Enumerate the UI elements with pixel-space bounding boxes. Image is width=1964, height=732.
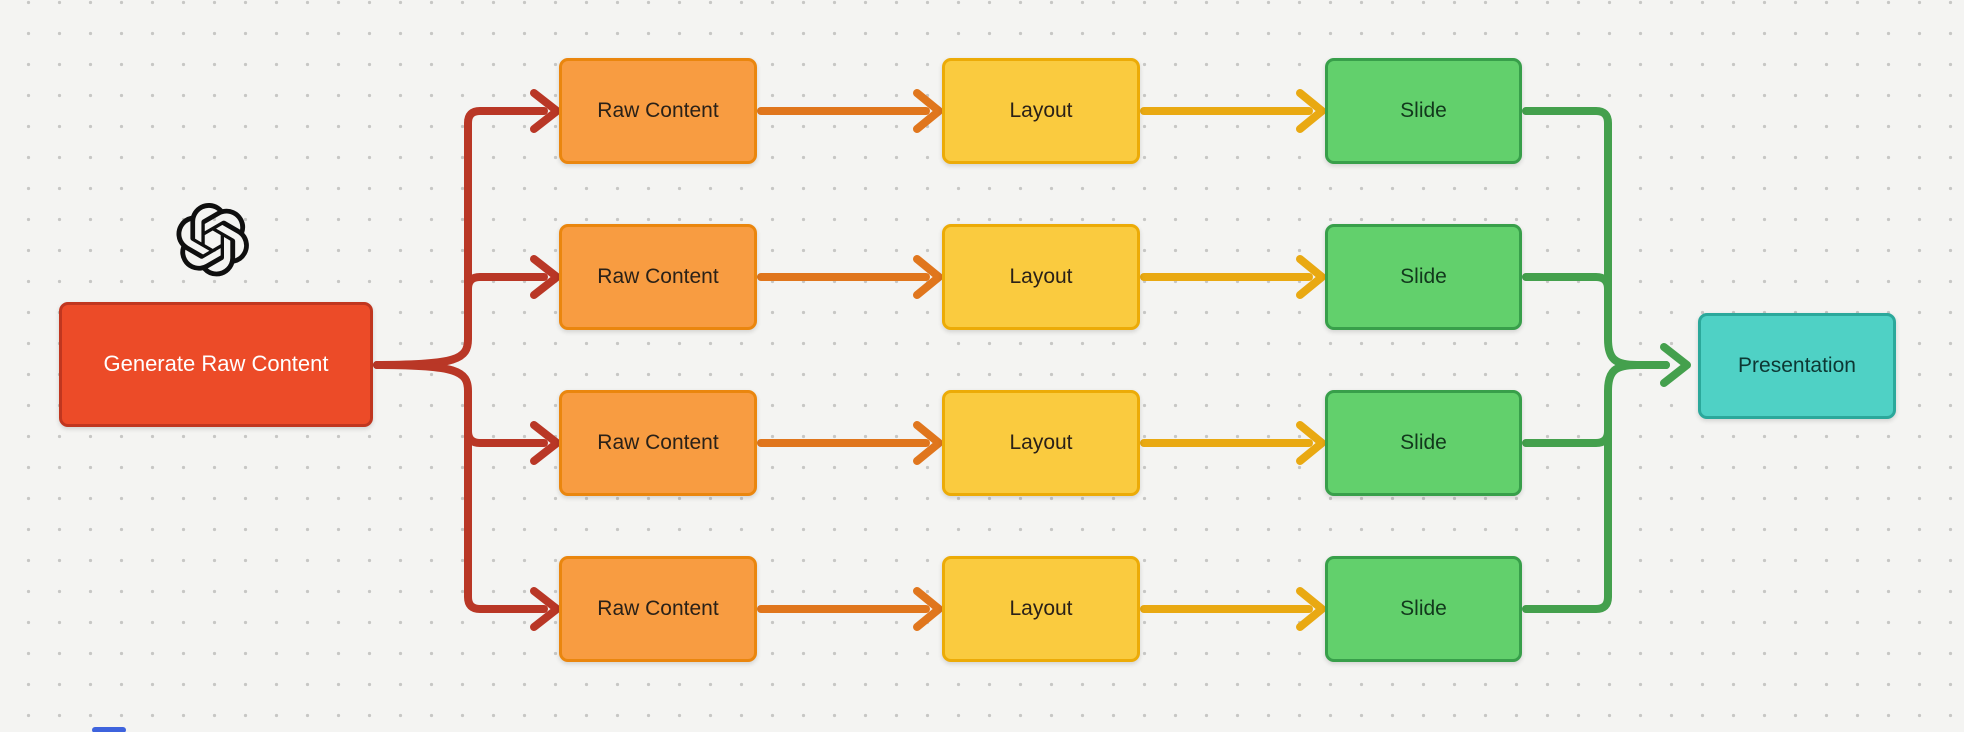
node-generate-raw-content[interactable]: Generate Raw Content [59, 302, 373, 427]
node-label: Slide [1400, 99, 1447, 123]
amber-arrowhead-row1 [1296, 89, 1326, 133]
node-layout-2[interactable]: Layout [942, 224, 1140, 330]
node-slide-1[interactable]: Slide [1325, 58, 1522, 164]
node-label: Presentation [1738, 354, 1856, 378]
green-branch-row3 [1522, 427, 1612, 447]
amber-arrowhead-row3 [1296, 421, 1326, 465]
node-label: Raw Content [597, 431, 719, 455]
orange-arrowhead-row2 [913, 255, 943, 299]
amber-arrowhead-row4 [1296, 587, 1326, 631]
connector-amber-arrows[interactable] [1140, 89, 1326, 631]
node-label: Slide [1400, 597, 1447, 621]
node-label: Slide [1400, 265, 1447, 289]
node-label: Slide [1400, 431, 1447, 455]
connector-red-fanout[interactable] [373, 89, 561, 631]
openai-logo-path [176, 203, 249, 277]
green-branch-upper [1522, 107, 1670, 369]
orange-arrowhead-row4 [913, 587, 943, 631]
red-arrowhead-row3 [530, 421, 561, 465]
bottom-edge-blue-artifact [92, 727, 126, 732]
node-label: Layout [1009, 265, 1073, 289]
node-raw-content-3[interactable]: Raw Content [559, 390, 757, 496]
openai-logo[interactable] [176, 203, 250, 277]
node-label: Raw Content [597, 597, 719, 621]
node-slide-4[interactable]: Slide [1325, 556, 1522, 662]
node-slide-2[interactable]: Slide [1325, 224, 1522, 330]
node-raw-content-2[interactable]: Raw Content [559, 224, 757, 330]
orange-arrowhead-row3 [913, 421, 943, 465]
connector-green-fanin[interactable] [1522, 107, 1691, 613]
node-label: Raw Content [597, 99, 719, 123]
node-label: Generate Raw Content [103, 351, 329, 377]
red-arrowhead-row4 [530, 587, 561, 631]
green-branch-row2 [1522, 273, 1612, 293]
node-presentation[interactable]: Presentation [1698, 313, 1896, 419]
node-slide-3[interactable]: Slide [1325, 390, 1522, 496]
node-label: Layout [1009, 99, 1073, 123]
node-label: Layout [1009, 431, 1073, 455]
node-label: Layout [1009, 597, 1073, 621]
amber-arrowhead-row2 [1296, 255, 1326, 299]
orange-arrowhead-row1 [913, 89, 943, 133]
node-layout-3[interactable]: Layout [942, 390, 1140, 496]
node-raw-content-1[interactable]: Raw Content [559, 58, 757, 164]
green-branch-lower [1522, 361, 1670, 613]
red-branch-row2 [464, 273, 548, 293]
red-arrowhead-row1 [530, 89, 561, 133]
connector-orange-arrows[interactable] [757, 89, 943, 631]
red-branch-upper [373, 107, 548, 369]
node-raw-content-4[interactable]: Raw Content [559, 556, 757, 662]
red-branch-row3 [464, 427, 548, 447]
node-label: Raw Content [597, 265, 719, 289]
node-layout-1[interactable]: Layout [942, 58, 1140, 164]
node-layout-4[interactable]: Layout [942, 556, 1140, 662]
green-arrowhead-presentation [1660, 343, 1691, 387]
red-arrowhead-row2 [530, 255, 561, 299]
red-branch-lower [373, 361, 548, 613]
